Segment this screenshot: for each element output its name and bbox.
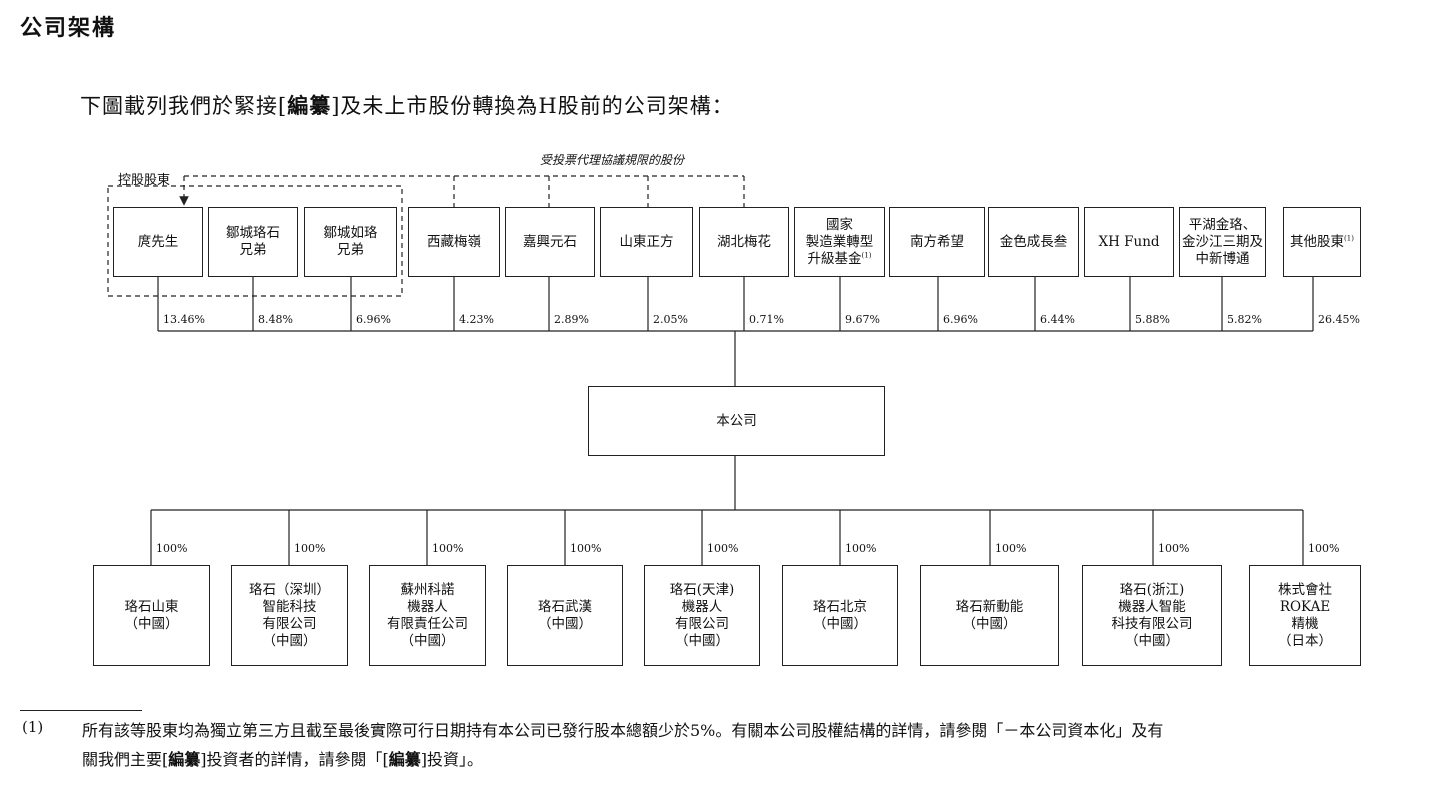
shareholding-percentage: 6.44% (1040, 313, 1075, 326)
intro-text: 下圖載列我們於緊接[編纂]及未上市股份轉換為H股前的公司架構： (80, 93, 734, 118)
shareholder-box: 金色成長叁 (988, 207, 1079, 277)
shareholding-percentage: 6.96% (943, 313, 978, 326)
shareholding-percentage: 5.82% (1227, 313, 1262, 326)
subsidiary-box: 珞石北京 （中國） (782, 565, 898, 666)
ownership-percentage: 100% (156, 542, 188, 555)
shareholder-box: 平湖金珞、 金沙江三期及 中新博通 (1179, 207, 1266, 277)
shareholder-box: 西藏梅嶺 (408, 207, 500, 277)
ownership-percentage: 100% (995, 542, 1027, 555)
shareholder-box: 庹先生 (113, 207, 203, 277)
shareholder-box: 其他股東(1) (1283, 207, 1361, 277)
ownership-percentage: 100% (432, 542, 464, 555)
shareholding-percentage: 5.88% (1135, 313, 1170, 326)
shareholding-percentage: 2.89% (554, 313, 589, 326)
company-box: 本公司 (588, 386, 885, 456)
footnote-marker: (1) (861, 251, 872, 259)
shareholding-percentage: 0.71% (749, 313, 784, 326)
footnote-number: (1) (22, 718, 44, 736)
shareholder-box: 湖北梅花 (699, 207, 789, 277)
shareholder-box: XH Fund (1084, 207, 1174, 277)
ownership-percentage: 100% (570, 542, 602, 555)
controlling-group-outline (107, 185, 403, 297)
redacted-mark: 編纂 (388, 750, 421, 769)
shareholding-percentage: 26.45% (1318, 313, 1360, 326)
shareholder-box: 嘉興元石 (505, 207, 595, 277)
subsidiary-box: 株式會社 ROKAE 精機 （日本） (1249, 565, 1361, 666)
shareholder-box: 南方希望 (889, 207, 985, 277)
ownership-percentage: 100% (1308, 542, 1340, 555)
proxy-bracket (184, 175, 745, 207)
subsidiary-box: 珞石武漢 （中國） (507, 565, 623, 666)
shareholding-percentage: 8.48% (258, 313, 293, 326)
shareholding-percentage: 9.67% (845, 313, 880, 326)
redacted-mark: 編纂 (168, 750, 201, 769)
shareholding-percentage: 4.23% (459, 313, 494, 326)
subsidiary-box: 珞石（深圳） 智能科技 有限公司 （中國） (231, 565, 348, 666)
page-title: 公司架構 (20, 16, 117, 41)
proxy-label: 受投票代理協議規限的股份 (540, 153, 685, 167)
shareholder-box: 鄒城珞石 兄弟 (208, 207, 298, 277)
ownership-percentage: 100% (845, 542, 877, 555)
footnote-text: 所有該等股東均為獨立第三方且截至最後實際可行日期持有本公司已發行股本總額少於5%… (82, 721, 1164, 769)
shareholder-box: 鄒城如珞 兄弟 (304, 207, 397, 277)
shareholding-percentage: 2.05% (653, 313, 688, 326)
shareholding-percentage: 13.46% (163, 313, 205, 326)
ownership-percentage: 100% (294, 542, 326, 555)
ownership-percentage: 100% (707, 542, 739, 555)
footnote-marker: (1) (1344, 234, 1354, 242)
subsidiary-box: 珞石(浙江) 機器人智能 科技有限公司 （中國） (1082, 565, 1222, 666)
footnote-rule (20, 710, 142, 711)
subsidiary-box: 珞石山東 （中國） (93, 565, 210, 666)
ownership-percentage: 100% (1158, 542, 1190, 555)
subsidiary-box: 珞石新動能 （中國） (920, 565, 1059, 666)
subsidiary-box: 蘇州科諾 機器人 有限責任公司 （中國） (369, 565, 486, 666)
shareholding-percentage: 6.96% (356, 313, 391, 326)
shareholder-box: 山東正方 (600, 207, 693, 277)
shareholder-box: 國家 製造業轉型 升級基金(1) (794, 207, 885, 277)
controlling-shareholder-label: 控股股東 (118, 173, 171, 188)
subsidiary-box: 珞石(天津) 機器人 有限公司 （中國） (644, 565, 760, 666)
redacted-mark: 編纂 (287, 93, 332, 118)
